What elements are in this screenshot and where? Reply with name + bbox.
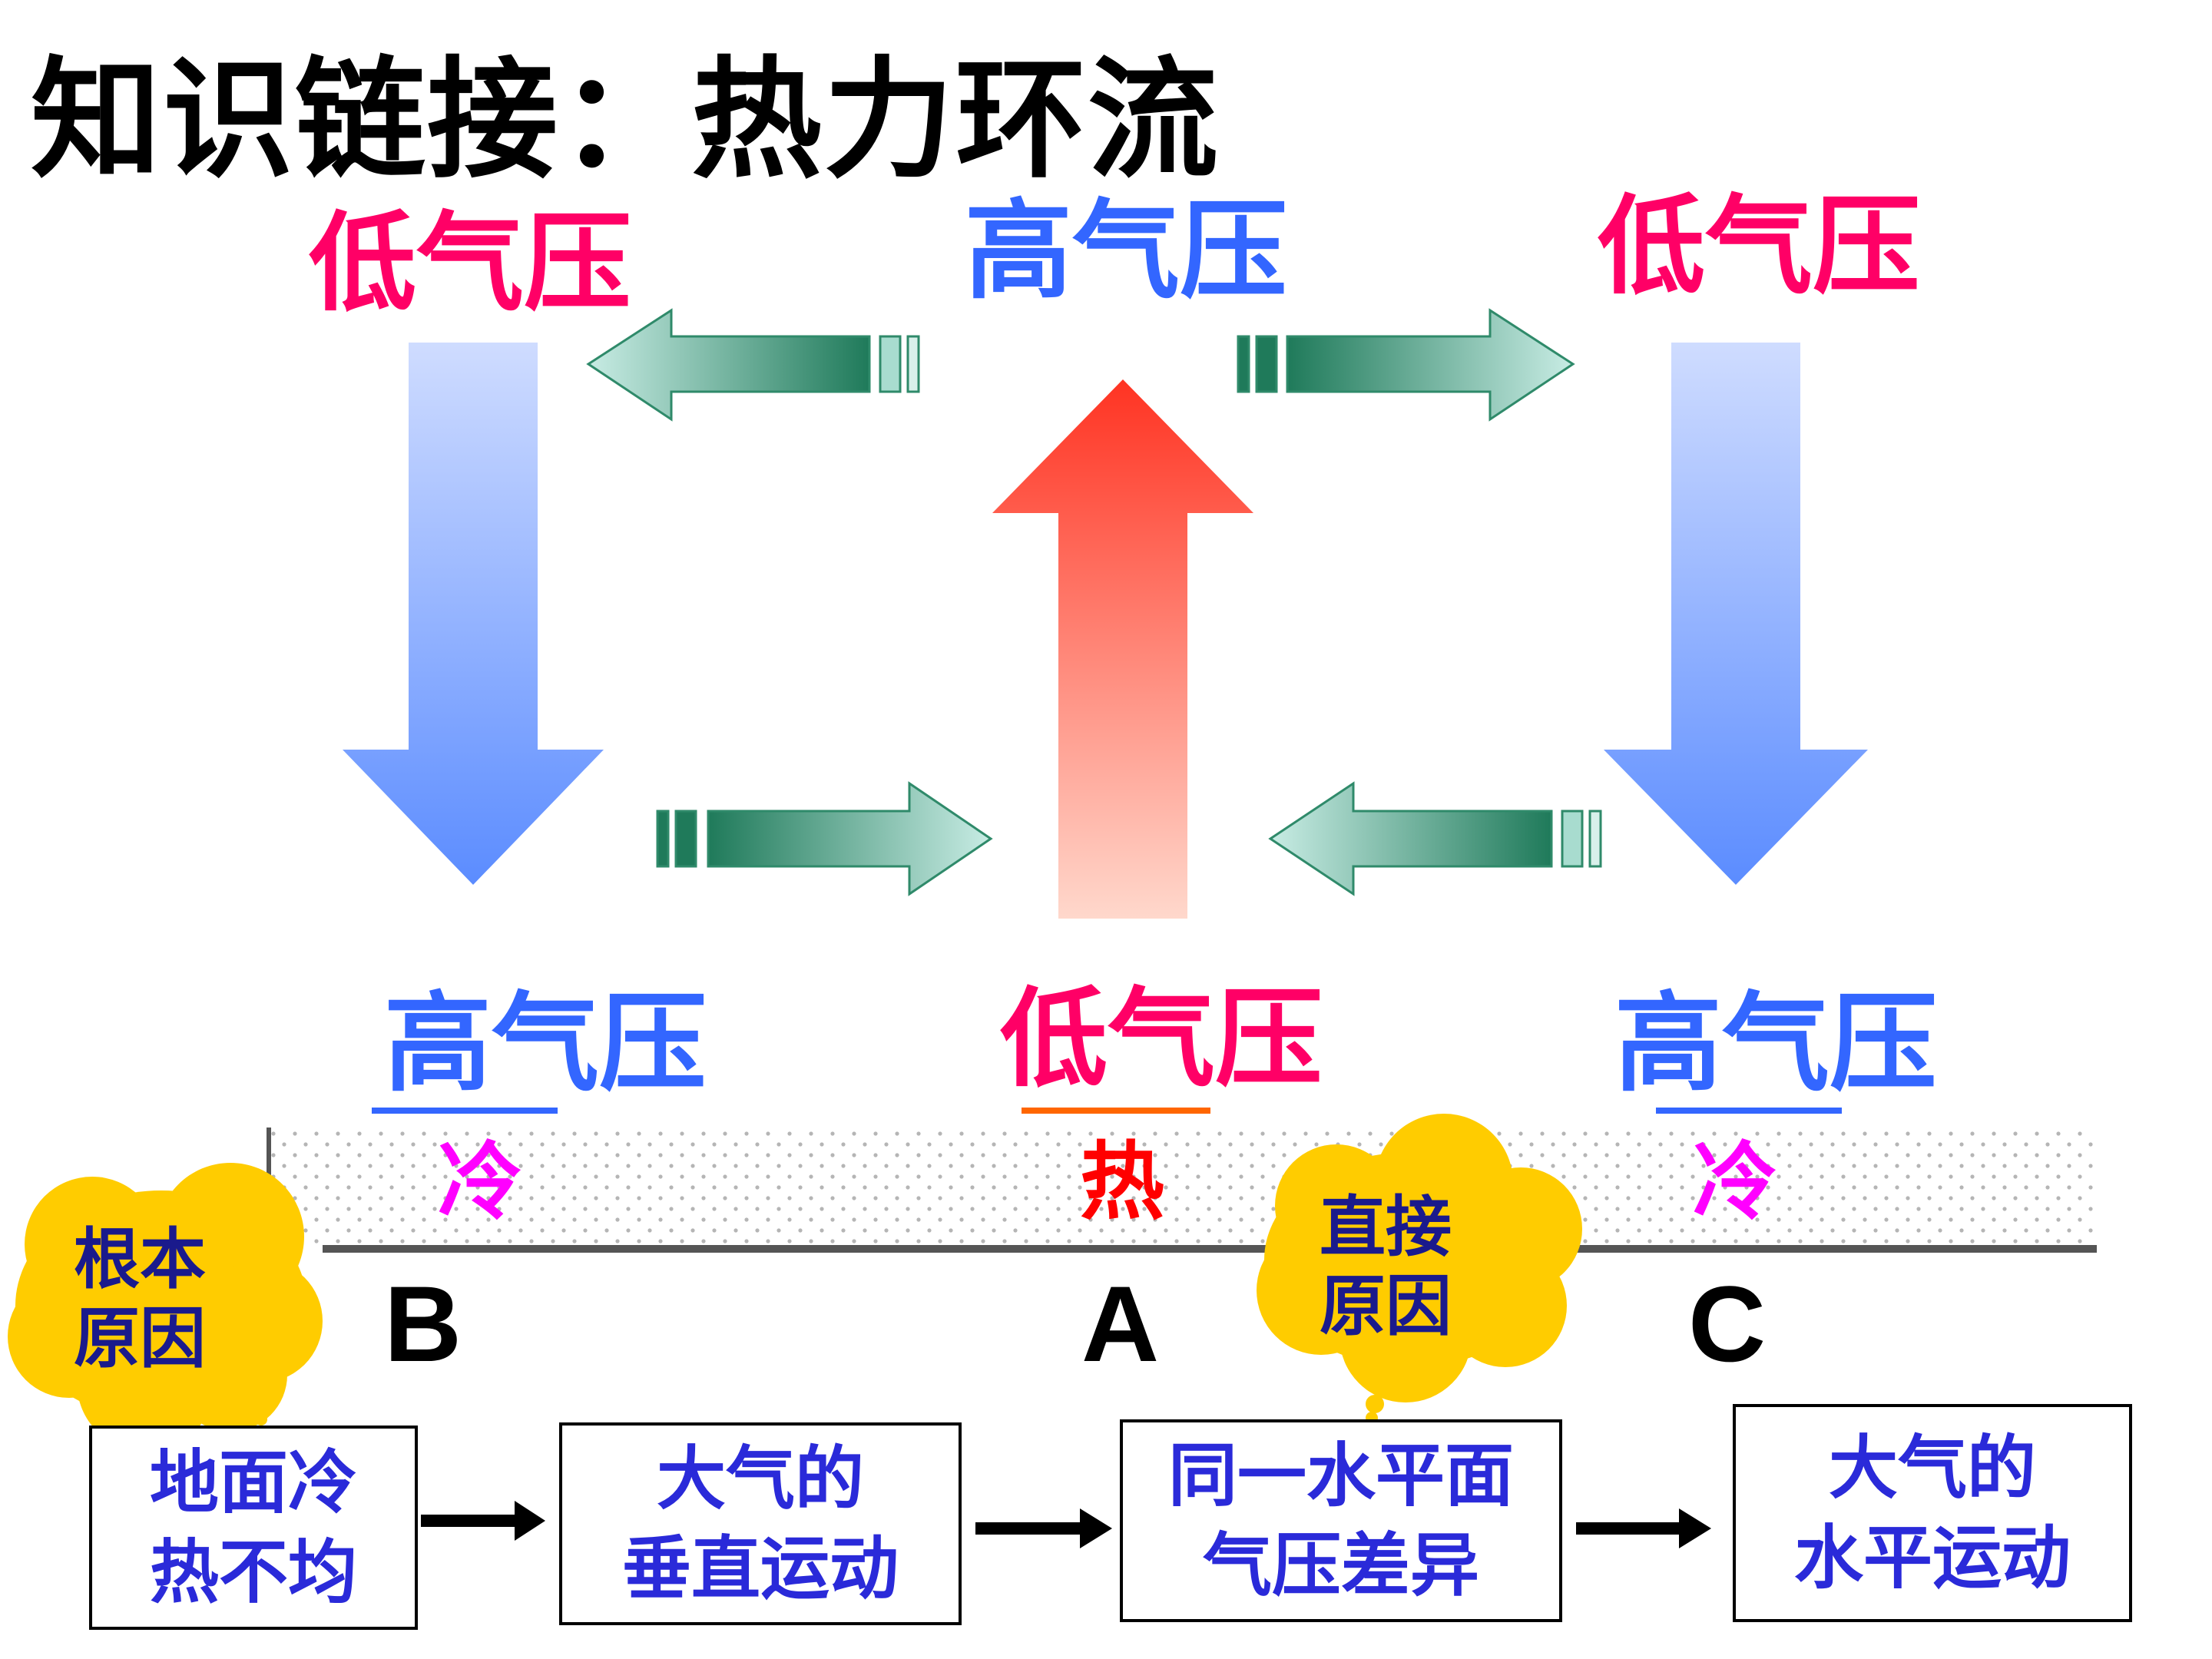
flow-box-3-line1: 同一水平面 — [1168, 1435, 1514, 1516]
cloud-direct-cause-line1: 直接 — [1320, 1188, 1452, 1266]
flow-box-1-line1: 地面冷 — [150, 1442, 357, 1523]
flow-box-3-line2: 气压差异 — [1203, 1525, 1479, 1606]
horizontal-arrow-bottom-left — [656, 781, 993, 896]
down-arrow-right — [1604, 343, 1868, 885]
pressure-top-center: 高气压 — [965, 189, 1288, 314]
pressure-top-right: 低气压 — [1598, 184, 1921, 310]
pressure-top-left: 低气压 — [309, 201, 632, 326]
flow-arrow-3 — [1576, 1508, 1711, 1548]
flow-arrow-2 — [975, 1508, 1112, 1548]
pressure-bottom-right: 高气压 — [1614, 982, 1938, 1107]
flow-box-vertical-motion: 大气的 垂直运动 — [559, 1422, 962, 1625]
horizontal-arrow-bottom-right — [1268, 781, 1602, 896]
place-a: A — [1081, 1263, 1160, 1384]
cloud-root-cause-line2: 原因 — [74, 1300, 206, 1378]
temperature-center: 热 — [1080, 1133, 1164, 1231]
cloud-direct-cause — [1257, 1114, 1582, 1424]
flow-box-4-line1: 大气的 — [1829, 1427, 2036, 1508]
horizontal-arrow-top-left — [586, 308, 920, 422]
horizontal-arrow-top-right — [1237, 308, 1575, 422]
flow-box-4-line2: 水平运动 — [1794, 1517, 2071, 1598]
flow-box-pressure-difference: 同一水平面 气压差异 — [1120, 1419, 1562, 1622]
cloud-root-cause-label: 根本 原因 — [74, 1220, 206, 1378]
flow-box-1-line2: 热不均 — [150, 1532, 357, 1613]
flow-box-uneven-heating: 地面冷 热不均 — [89, 1426, 418, 1630]
down-arrow-left — [343, 343, 604, 885]
flow-box-2-line2: 垂直运动 — [622, 1528, 899, 1609]
temperature-right: 冷 — [1693, 1133, 1777, 1231]
cloud-direct-cause-label: 直接 原因 — [1320, 1187, 1452, 1346]
pressure-bottom-center: 低气压 — [1000, 977, 1323, 1102]
slide-title: 知识链接：热力环流 — [31, 45, 1220, 197]
flow-box-2-line1: 大气的 — [657, 1438, 864, 1519]
cloud-root-cause-line1: 根本 — [74, 1220, 206, 1298]
flow-box-horizontal-motion: 大气的 水平运动 — [1733, 1404, 2132, 1622]
up-arrow-center — [992, 379, 1253, 919]
place-b: B — [384, 1263, 462, 1384]
temperature-left: 冷 — [438, 1133, 522, 1231]
flow-arrow-1 — [421, 1501, 545, 1541]
place-c: C — [1688, 1263, 1767, 1384]
cloud-root-cause — [8, 1163, 323, 1452]
ground-surface — [269, 1128, 2097, 1249]
cloud-direct-cause-line2: 原因 — [1320, 1267, 1452, 1346]
pressure-bottom-left: 高气压 — [384, 982, 707, 1107]
